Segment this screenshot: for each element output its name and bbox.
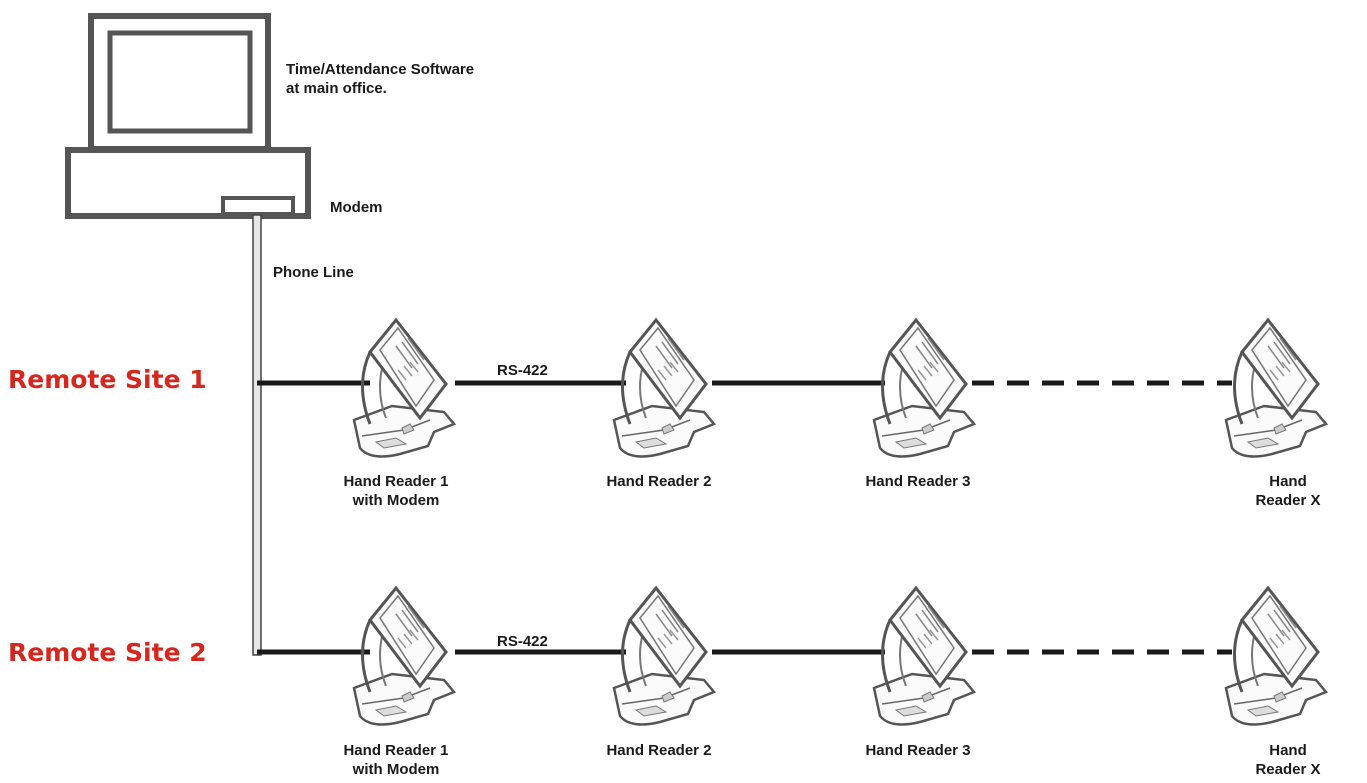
hand-reader-icon xyxy=(872,586,976,726)
hand-reader-icon xyxy=(1224,318,1328,458)
hand-reader-icon xyxy=(1224,586,1328,726)
site-1-readers xyxy=(352,318,1328,458)
hand-reader-icon xyxy=(352,318,456,458)
hand-reader-icon xyxy=(612,318,716,458)
site-1-label: Remote Site 1 xyxy=(8,365,207,394)
site-2-reader-2-label: Hand Reader 2 xyxy=(606,742,712,759)
site-2-label: Remote Site 2 xyxy=(8,638,207,667)
phone-line xyxy=(252,214,262,656)
hand-reader-icon xyxy=(352,586,456,726)
phone-line-trunk xyxy=(252,214,262,656)
site-2-reader-1-label: Hand Reader 1 with Modem xyxy=(343,742,449,778)
site-1-reader-2-label: Hand Reader 2 xyxy=(606,473,712,490)
modem-label: Modem xyxy=(330,199,383,216)
hand-reader-icon xyxy=(872,318,976,458)
monitor-screen xyxy=(107,30,253,134)
site-1-rs422-label: RS-422 xyxy=(497,362,548,379)
site-2-readers xyxy=(352,586,1328,726)
site-1-reader-1-label: Hand Reader 1 with Modem xyxy=(343,473,449,509)
site-2-reader-x-label: Hand Reader X xyxy=(1255,742,1321,778)
software-label: Time/Attendance Software at main office. xyxy=(286,61,475,97)
hand-reader-icon xyxy=(612,586,716,726)
modem-slot xyxy=(221,196,295,216)
phone-line-label: Phone Line xyxy=(273,264,354,281)
site-1-reader-3-label: Hand Reader 3 xyxy=(865,473,971,490)
site-2-reader-3-label: Hand Reader 3 xyxy=(865,742,971,759)
computer-icon xyxy=(65,13,311,219)
site-1-reader-x-label: Hand Reader X xyxy=(1255,473,1321,509)
site-2-rs422-label: RS-422 xyxy=(497,633,548,650)
